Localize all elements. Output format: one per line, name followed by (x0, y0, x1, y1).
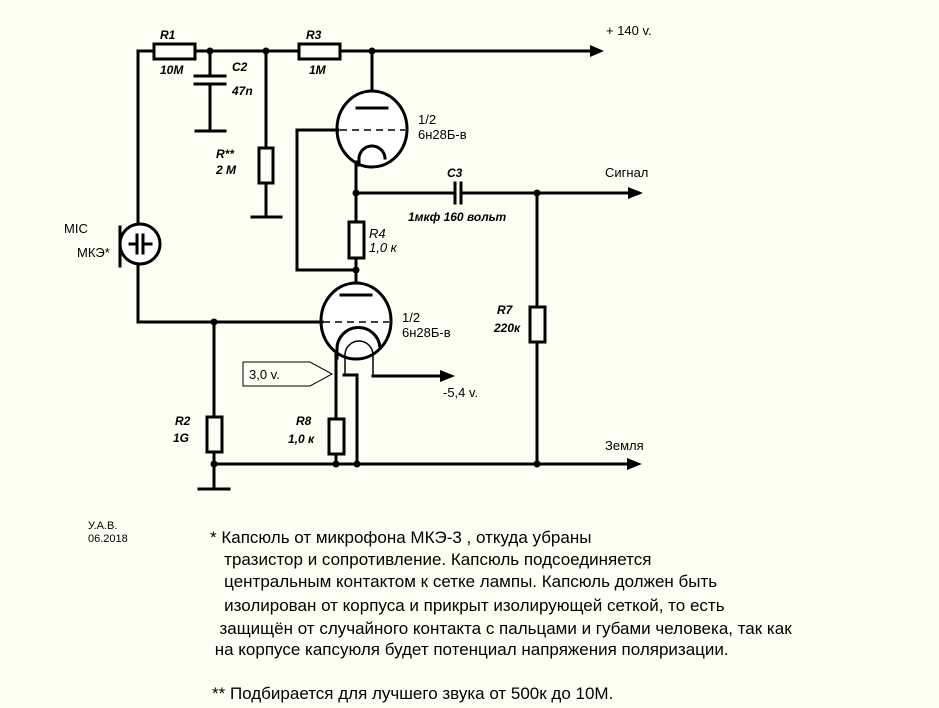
resistor-rx (257, 146, 275, 185)
footnote-line: изолирован от корпуса и прикрыт изолирую… (210, 596, 725, 615)
supply-arrow (590, 45, 604, 57)
junction (352, 266, 360, 274)
tube-top-model: 6н28Б-в (418, 127, 467, 142)
ground-label: Земля (605, 438, 644, 453)
tube-top-cathode (357, 144, 387, 167)
r7-ref: R7 (497, 303, 514, 317)
c2-ref: C2 (232, 60, 248, 74)
r4-ref: R4 (369, 226, 386, 241)
tube-top (335, 89, 409, 169)
resistor-r8 (327, 417, 346, 456)
r3-value: 1M (309, 63, 327, 77)
r4-value: 1,0 к (369, 240, 398, 255)
microphone-icon (118, 222, 162, 266)
bias-tag (242, 361, 334, 387)
tube-bottom-cathode (335, 326, 382, 360)
grid-top-wire (295, 128, 358, 272)
tube-bottom-half: 1/2 (402, 310, 420, 325)
author-initials: У.А.В. (88, 520, 118, 532)
mic-capacitor (128, 233, 153, 255)
mic-type: МКЭ* (77, 245, 110, 260)
footnote-line: * Капсюль от микрофона МКЭ-3 , откуда уб… (210, 528, 592, 547)
tube-top-half: 1/2 (418, 112, 436, 127)
r2-ref: R2 (175, 414, 191, 428)
heater-wire-left (342, 373, 359, 466)
footnote-line: на корпусе капсуюля будет потенциал напр… (210, 640, 729, 659)
bias-label: 3,0 v. (249, 367, 280, 382)
author-date: 06.2018 (88, 533, 128, 545)
mic-name: MIC (64, 221, 88, 236)
resistor-r3 (297, 42, 342, 61)
junction (533, 460, 541, 468)
rx-ref: R** (216, 147, 235, 161)
r8-ref: R8 (296, 414, 312, 428)
footnote-line: центральным контактом к сетке лампы. Кап… (210, 572, 718, 591)
capacitor-c3 (453, 181, 463, 205)
tube-bottom-model: 6н28Б-в (402, 325, 451, 340)
neg-voltage-label: -5,4 v. (443, 385, 478, 400)
junction (353, 460, 361, 468)
resistor-r2 (205, 415, 224, 454)
c3-ref: C3 (447, 166, 463, 180)
c2-value: 47n (231, 84, 253, 98)
neg-arrow (440, 370, 455, 382)
junction (332, 460, 340, 468)
footnote-line: защищён от случайного контакта с пальцам… (210, 619, 792, 638)
resistor-r7 (528, 305, 547, 344)
supply-label: + 140 v. (606, 23, 652, 38)
capacitor-c2 (193, 74, 227, 86)
c3-value: 1мкф 160 вольт (408, 210, 507, 224)
rx-value: 2 M (215, 163, 237, 177)
resistor-r1 (152, 42, 197, 61)
resistor-r4 (347, 220, 366, 260)
grid-bottom-wire (136, 264, 324, 324)
r2-value: 1G (173, 431, 189, 445)
junction (210, 460, 218, 468)
ground-arrow (627, 458, 642, 470)
footnote-line: тразистор и сопротивление. Капсюль подсо… (210, 550, 652, 569)
r8-value: 1,0 к (288, 432, 315, 446)
tube-bottom-heater (344, 340, 374, 375)
r1-ref: R1 (160, 28, 176, 42)
signal-label: Сигнал (605, 165, 648, 180)
footnote-2: ** Подбирается для лучшего звука от 500к… (212, 684, 614, 703)
r3-ref: R3 (306, 28, 322, 42)
r1-value: 10M (160, 63, 184, 77)
signal-arrow (628, 187, 643, 199)
r7-value: 220к (493, 321, 521, 335)
